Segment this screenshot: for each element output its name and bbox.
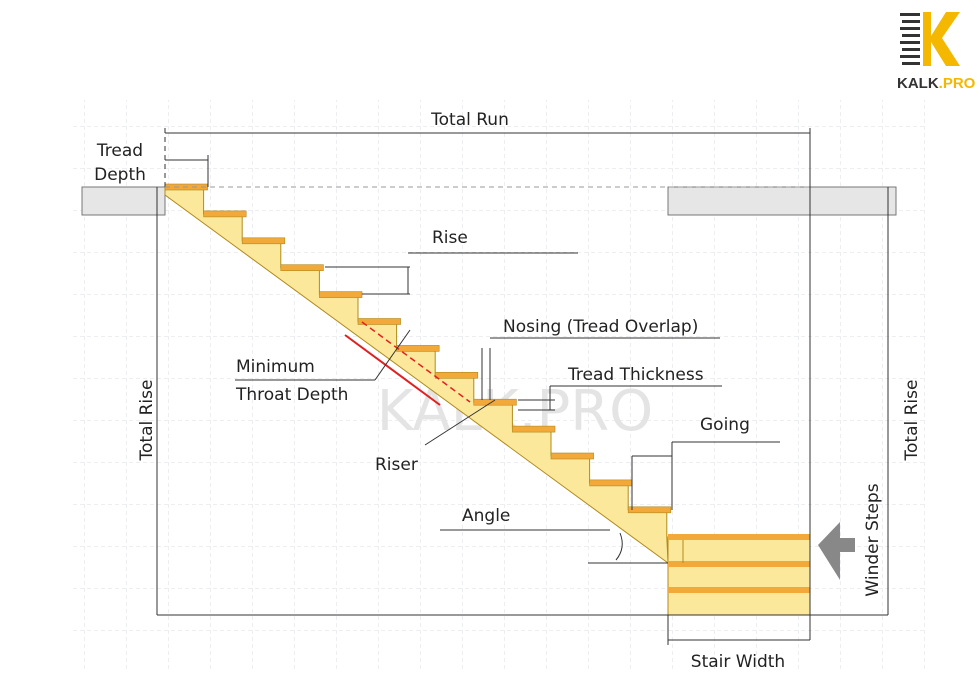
label-rise: Rise (432, 228, 468, 248)
label-tread-depth-line1: Tread (96, 141, 143, 161)
tread (434, 371, 479, 379)
label-stair-width: Stair Width (691, 652, 785, 672)
stair-flight (164, 183, 672, 565)
svg-text:KALK.PRO: KALK.PRO (897, 75, 976, 92)
label-total-rise-right: Total Rise (902, 380, 922, 462)
label-angle: Angle (462, 506, 510, 526)
label-nosing: Nosing (Tread Overlap) (503, 317, 698, 337)
tread (512, 425, 556, 433)
tread (550, 452, 594, 460)
label-winder-steps: Winder Steps (863, 483, 883, 596)
kalk-pro-logo: KALK.PRO (897, 12, 976, 92)
upper-floor-slab-left (81, 186, 166, 216)
tread (627, 506, 672, 514)
upper-floor-slab-right (667, 186, 897, 216)
tread (319, 291, 363, 298)
throat-line (344, 334, 441, 406)
label-going: Going (700, 415, 750, 435)
tread (396, 345, 440, 352)
label-min-throat-line1: Minimum (236, 357, 315, 377)
label-total-run: Total Run (430, 110, 509, 130)
winder-arrow-icon (818, 522, 855, 580)
label-riser: Riser (375, 455, 418, 475)
tread (357, 318, 401, 325)
label-tread-thickness: Tread Thickness (567, 365, 704, 385)
tread (241, 237, 286, 245)
tread (280, 264, 324, 272)
label-min-throat-line2: Throat Depth (235, 385, 348, 405)
label-total-rise-left: Total Rise (137, 380, 157, 462)
label-tread-depth-line2: Depth (94, 165, 146, 185)
winder-steps-block (667, 534, 811, 616)
tread (589, 479, 633, 487)
tread (473, 398, 517, 406)
tread (203, 210, 247, 218)
throat-dashed-line (361, 321, 471, 403)
dimension-lines (156, 128, 889, 645)
